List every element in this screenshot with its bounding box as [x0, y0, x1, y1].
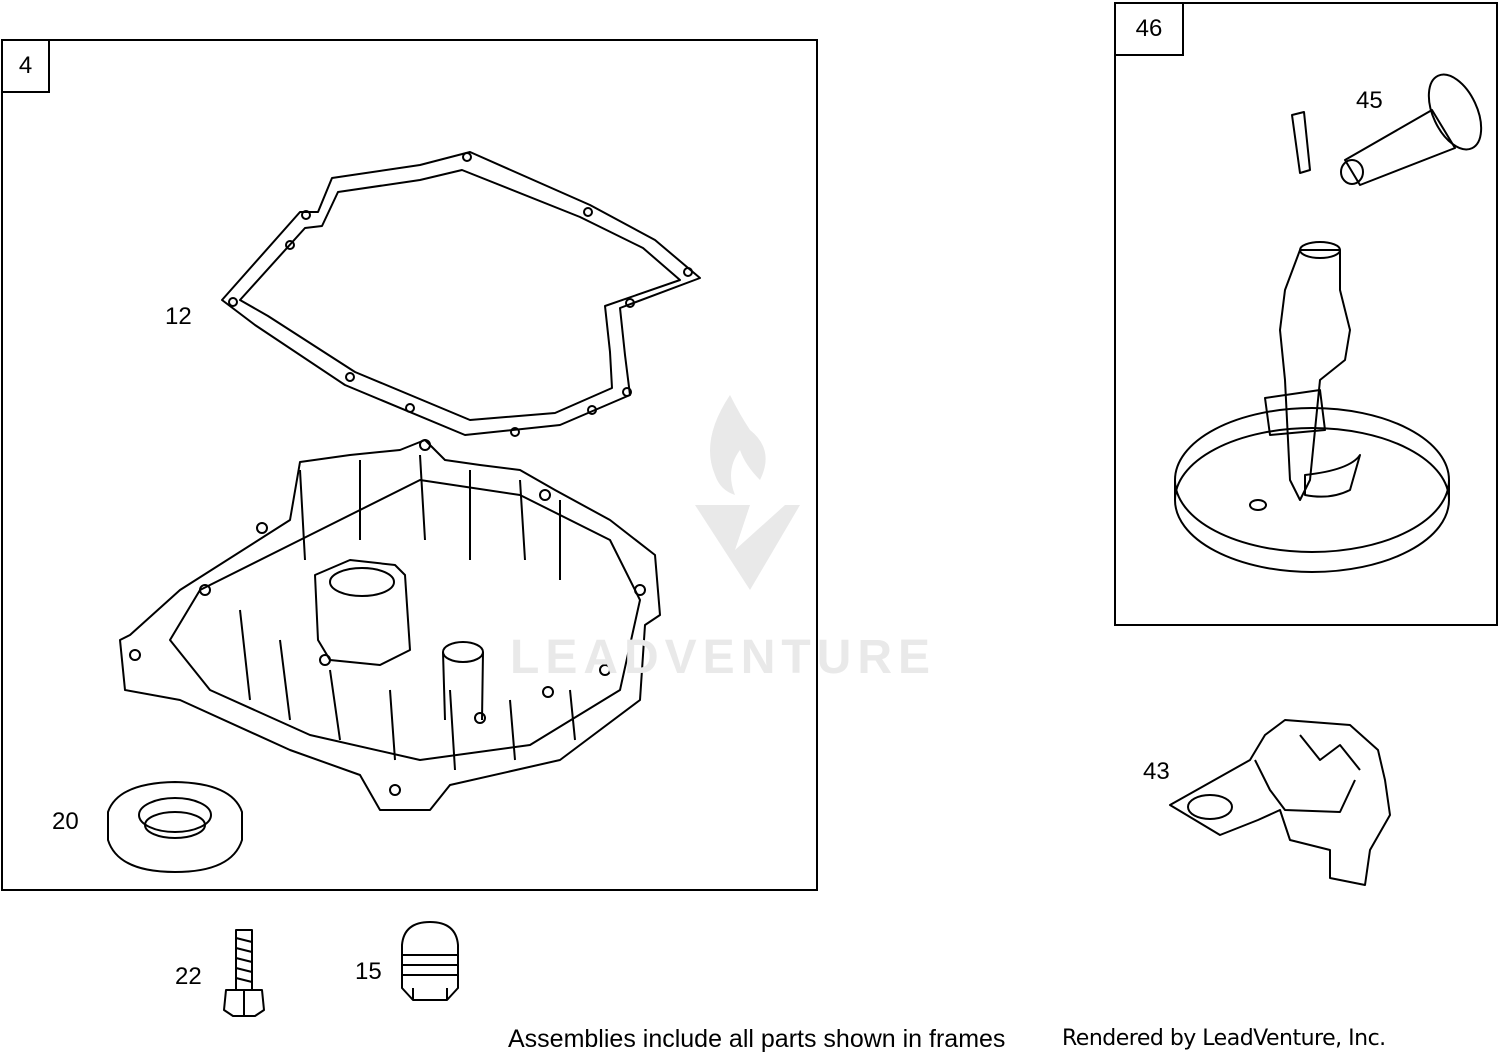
callout-12: 12: [165, 303, 192, 330]
camshaft-sleeve-drawing: [1291, 73, 1483, 186]
callout-20: 20: [52, 808, 79, 835]
gasket-drawing: [221, 151, 701, 437]
watermark: LEADVENTURE: [510, 390, 1010, 684]
watermark-text: LEADVENTURE: [510, 631, 937, 684]
assembly-frame-4: 4: [1, 39, 818, 891]
camshaft-gear-drawing: [1174, 241, 1450, 573]
flame-v-logo-icon: [695, 395, 800, 590]
callout-45: 45: [1356, 87, 1383, 114]
frame-tag-4: 4: [3, 41, 50, 93]
callout-22: 22: [175, 963, 202, 990]
oil-seal-drawing: [107, 781, 243, 873]
footer-assemblies-note: Assemblies include all parts shown in fr…: [508, 1025, 1006, 1053]
callout-15: 15: [355, 958, 382, 985]
governor-drawing: [1169, 719, 1391, 886]
footer-credit: Rendered by LeadVenture, Inc.: [1062, 1026, 1386, 1051]
callout-43: 43: [1143, 758, 1170, 785]
bolt-drawing: [223, 929, 265, 1017]
plug-drawing: [401, 921, 459, 1001]
crankcase-cover-drawing: [119, 439, 661, 811]
assembly-frame-46: 46: [1114, 2, 1498, 626]
frame-tag-46: 46: [1116, 4, 1184, 56]
